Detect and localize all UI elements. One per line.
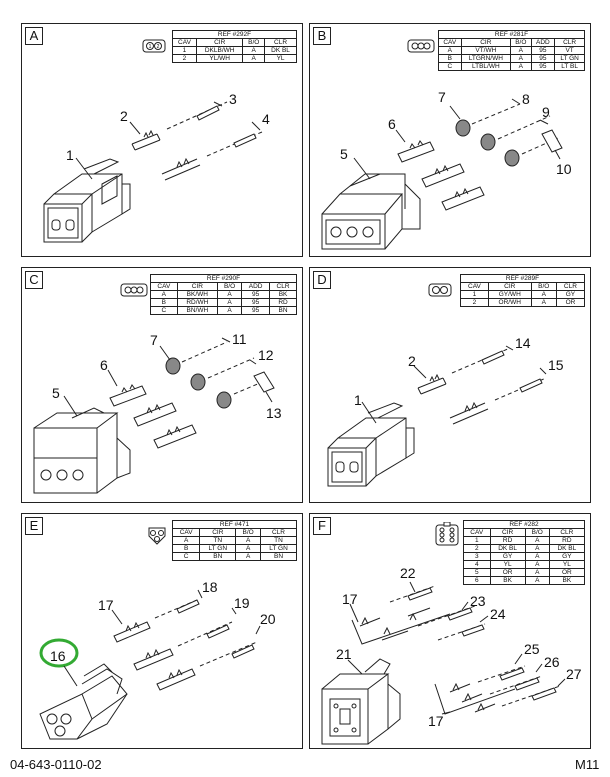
exploded-view-e: 18 17 19 20 16 xyxy=(39,579,276,740)
callout-1: 1 xyxy=(354,392,362,408)
callout-23: 23 xyxy=(470,593,486,609)
callout-3: 3 xyxy=(229,91,237,107)
six-pin-connector-icon xyxy=(435,522,459,546)
callout-17: 17 xyxy=(98,597,114,613)
panel-label: E xyxy=(25,517,43,535)
exploded-view-b: 5 7 8 6 9 10 xyxy=(321,89,572,250)
callout-24: 24 xyxy=(490,606,506,622)
callout-14: 14 xyxy=(515,335,531,351)
cell: 2 xyxy=(460,298,489,307)
callout-13: 13 xyxy=(266,405,282,421)
callout-18: 18 xyxy=(202,579,218,595)
two-pin-connector-icon xyxy=(428,283,452,297)
callout-11: 11 xyxy=(232,331,247,347)
callout-19: 19 xyxy=(234,595,250,611)
callout-17: 17 xyxy=(342,591,358,607)
cell: LT BL xyxy=(554,62,585,71)
svg-text:2: 2 xyxy=(157,44,160,50)
callout-21: 21 xyxy=(336,646,352,662)
callout-8: 8 xyxy=(522,91,530,107)
callout-22: 22 xyxy=(400,565,416,581)
three-pin-connector-icon xyxy=(120,283,148,297)
callout-17: 17 xyxy=(428,713,444,729)
cell: A xyxy=(216,306,243,315)
panel-label: B xyxy=(313,27,331,45)
callout-6: 6 xyxy=(388,116,396,132)
highlight-circle xyxy=(39,638,79,668)
cell: YL/WH xyxy=(195,54,244,63)
callout-26: 26 xyxy=(544,654,560,670)
callout-27: 27 xyxy=(566,666,582,682)
cell: BK xyxy=(548,576,586,585)
document-number: 04-643-0110-02 xyxy=(10,757,102,772)
cell: 95 xyxy=(241,306,271,315)
cell: YL xyxy=(264,54,297,63)
cell: A xyxy=(530,298,557,307)
cell: C xyxy=(171,552,201,561)
cell: BN xyxy=(260,552,297,561)
exploded-view-f: 22 17 23 24 21 25 26 27 17 xyxy=(321,565,582,745)
panel-label: C xyxy=(25,271,43,289)
cell: OR xyxy=(555,298,586,307)
cell: BK xyxy=(489,576,526,585)
callout-20: 20 xyxy=(260,611,276,627)
cell: A xyxy=(510,62,532,71)
callout-16: 16 xyxy=(50,648,66,664)
callout-7: 7 xyxy=(150,332,158,348)
cell: BN xyxy=(269,306,297,315)
callout-10: 10 xyxy=(556,161,572,177)
callout-9: 9 xyxy=(542,104,550,120)
callout-4: 4 xyxy=(262,111,270,127)
exploded-view-a: 1 2 3 4 xyxy=(43,91,270,243)
callout-25: 25 xyxy=(524,641,540,657)
callout-6: 6 xyxy=(100,357,108,373)
callout-1: 1 xyxy=(66,147,74,163)
cell: BN/WH xyxy=(176,306,218,315)
three-pin-connector-icon xyxy=(407,39,435,53)
cell: BN xyxy=(199,552,237,561)
callout-2: 2 xyxy=(408,353,416,369)
svg-text:1: 1 xyxy=(149,44,152,50)
exploded-view-c: 7 11 6 12 5 13 xyxy=(33,331,282,494)
callout-5: 5 xyxy=(52,385,60,401)
triangle-three-pin-connector-icon xyxy=(148,527,166,545)
callout-5: 5 xyxy=(340,146,348,162)
panel-label: F xyxy=(313,517,331,535)
callout-15: 15 xyxy=(548,357,564,373)
panel-label: D xyxy=(313,271,331,289)
page-code: M11 xyxy=(575,757,600,772)
two-pin-connector-icon: 1 2 xyxy=(142,39,166,53)
callout-2: 2 xyxy=(120,108,128,124)
panel-label: A xyxy=(25,27,43,45)
callout-12: 12 xyxy=(258,347,274,363)
callout-7: 7 xyxy=(438,89,446,105)
exploded-view-d: 14 2 15 1 xyxy=(327,335,564,487)
